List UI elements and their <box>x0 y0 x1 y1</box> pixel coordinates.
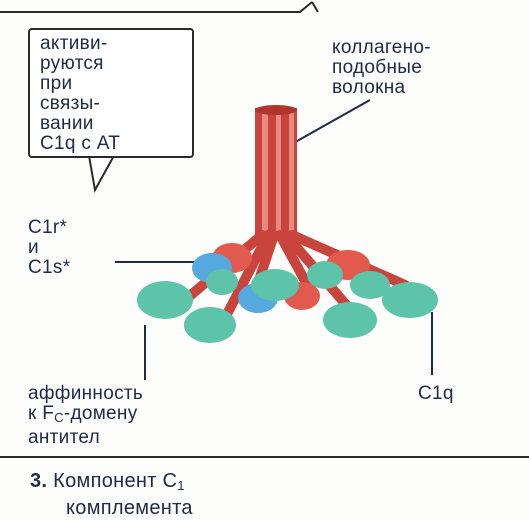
c1r-label: C1r* <box>28 218 70 238</box>
figure-caption: 3. Компонент C1 комплемента <box>30 470 193 519</box>
teal-head <box>350 271 390 299</box>
c1q-label: C1q <box>418 384 454 404</box>
and-label: и <box>28 238 70 258</box>
fc-subscript: C <box>54 410 64 425</box>
callout-line: связы- <box>40 94 120 114</box>
affinity-line: к FC-домену <box>28 404 143 428</box>
c1s-label: C1s* <box>28 258 70 278</box>
caption-number: 3. <box>30 470 47 492</box>
caption-prefix: Компонент C <box>53 470 177 492</box>
fibers-pointer-line <box>290 100 370 145</box>
teal-head <box>184 307 236 343</box>
callout-line: активи- <box>40 34 120 54</box>
teal-head <box>382 282 438 318</box>
affinity-label: аффинность к FC-домену антител <box>28 384 143 448</box>
fibers-label: коллагено- подобные волокна <box>332 38 431 98</box>
callout-line: вании <box>40 114 120 134</box>
callout-line: руются <box>40 54 120 74</box>
affinity-line: аффинность <box>28 384 143 404</box>
affinity-suffix: -домену <box>64 403 138 424</box>
top-frame-line <box>0 2 318 12</box>
caption-subscript: 1 <box>177 478 185 493</box>
c1r-c1s-label: C1r* и C1s* <box>28 218 70 278</box>
callout-text: активи- руются при связы- вании С1q с АТ <box>40 34 120 154</box>
caption-line: 3. Компонент C1 <box>30 470 193 497</box>
fibers-label-line: коллагено- <box>332 38 431 58</box>
callout-line: при <box>40 74 120 94</box>
collagen-stalk <box>255 105 297 238</box>
caption-line: комплемента <box>30 497 193 519</box>
teal-head <box>251 269 299 301</box>
fibers-label-line: волокна <box>332 78 431 98</box>
fibers-label-line: подобные <box>332 58 431 78</box>
affinity-prefix: к F <box>28 403 54 424</box>
affinity-line: антител <box>28 428 143 448</box>
teal-subunit <box>206 269 238 295</box>
teal-head <box>323 302 377 338</box>
callout-line: С1q с АТ <box>40 134 120 154</box>
teal-head <box>137 281 193 319</box>
